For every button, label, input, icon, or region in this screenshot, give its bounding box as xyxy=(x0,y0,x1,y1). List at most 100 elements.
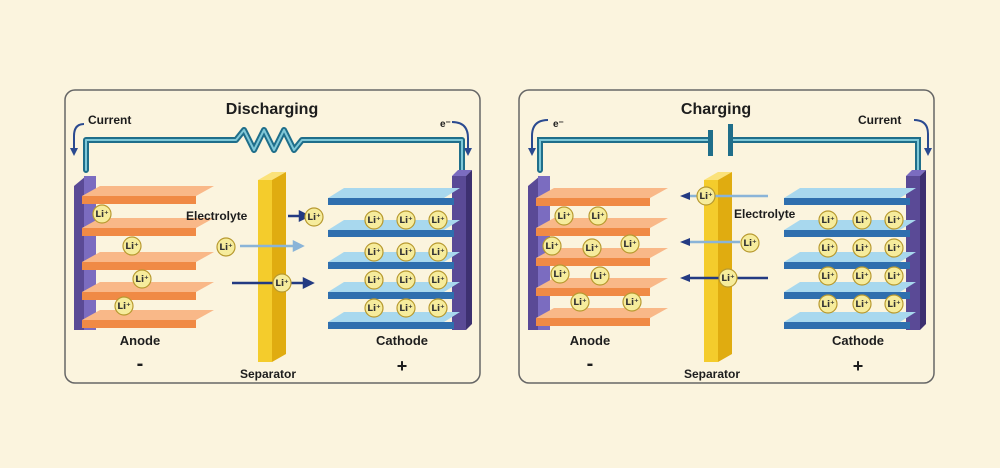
li-ion-icon: Li⁺ xyxy=(852,238,872,258)
li-ion-icon: Li⁺ xyxy=(114,296,134,316)
li-ion-icon: Li⁺ xyxy=(620,234,640,254)
charging-anode-label: Anode xyxy=(570,333,610,348)
anode-plate xyxy=(82,310,214,328)
li-ion-label: Li⁺ xyxy=(743,239,757,249)
anode-plate xyxy=(82,186,214,204)
li-ion-label: Li⁺ xyxy=(855,300,869,310)
li-ion-label: Li⁺ xyxy=(557,212,571,222)
charging-panel: Charging Current e⁻ xyxy=(518,89,935,384)
li-ion-label: Li⁺ xyxy=(585,244,599,254)
cathode-plate xyxy=(784,312,916,329)
li-ion-label: Li⁺ xyxy=(855,272,869,282)
li-ion-icon: Li⁺ xyxy=(718,268,738,288)
li-ion-icon: Li⁺ xyxy=(852,266,872,286)
cathode-plate xyxy=(784,282,916,299)
charging-wire xyxy=(537,137,921,173)
li-ion-icon: Li⁺ xyxy=(364,210,384,230)
li-ion-icon: Li⁺ xyxy=(396,242,416,262)
discharging-cathode-plates xyxy=(328,188,460,329)
li-ion-icon: Li⁺ xyxy=(272,273,292,293)
li-ion-label: Li⁺ xyxy=(699,192,713,202)
li-ion-label: Li⁺ xyxy=(431,276,445,286)
anode-plate xyxy=(82,218,214,236)
li-ion-label: Li⁺ xyxy=(399,304,413,314)
li-ion-label: Li⁺ xyxy=(593,272,607,282)
li-ion-icon: Li⁺ xyxy=(818,238,838,258)
li-ion-label: Li⁺ xyxy=(95,210,109,220)
li-ion-icon: Li⁺ xyxy=(884,266,904,286)
li-ion-icon: Li⁺ xyxy=(818,210,838,230)
discharging-electron-label: e⁻ xyxy=(440,119,451,130)
electron-arrow-icon xyxy=(531,119,549,150)
li-ion-label: Li⁺ xyxy=(275,279,289,289)
li-ion-label: Li⁺ xyxy=(399,216,413,226)
charging-separator xyxy=(704,172,732,362)
li-ion-icon: Li⁺ xyxy=(396,298,416,318)
li-ion-label: Li⁺ xyxy=(623,240,637,250)
li-ion-label: Li⁺ xyxy=(887,216,901,226)
li-ion-label: Li⁺ xyxy=(573,298,587,308)
li-ion-label: Li⁺ xyxy=(431,304,445,314)
li-ion-label: Li⁺ xyxy=(821,300,835,310)
li-ion-label: Li⁺ xyxy=(887,272,901,282)
li-ion-icon: Li⁺ xyxy=(216,237,236,257)
discharging-anode-label: Anode xyxy=(120,333,160,348)
li-ion-icon: Li⁺ xyxy=(852,294,872,314)
li-ion-label: Li⁺ xyxy=(399,248,413,258)
li-ion-label: Li⁺ xyxy=(367,304,381,314)
discharging-cathode-sign: + xyxy=(397,356,408,376)
charging-current-label: Current xyxy=(858,113,901,127)
li-ion-icon: Li⁺ xyxy=(590,266,610,286)
li-ion-icon: Li⁺ xyxy=(818,294,838,314)
li-ion-label: Li⁺ xyxy=(431,248,445,258)
li-ion-icon: Li⁺ xyxy=(570,292,590,312)
li-ion-icon: Li⁺ xyxy=(92,204,112,224)
li-ion-label: Li⁺ xyxy=(855,244,869,254)
current-arrow-head-icon xyxy=(924,148,932,156)
li-ion-icon: Li⁺ xyxy=(364,270,384,290)
li-ion-icon: Li⁺ xyxy=(122,236,142,256)
charging-cathode-plates xyxy=(784,188,916,329)
li-ion-icon: Li⁺ xyxy=(542,236,562,256)
li-ion-icon: Li⁺ xyxy=(428,270,448,290)
electron-arrow-head-icon xyxy=(528,148,536,156)
li-ion-icon: Li⁺ xyxy=(428,210,448,230)
cathode-plate xyxy=(784,220,916,237)
li-ion-label: Li⁺ xyxy=(135,275,149,285)
discharging-current-label: Current xyxy=(88,113,131,127)
discharging-panel-frame xyxy=(64,89,481,384)
li-ion-label: Li⁺ xyxy=(721,274,735,284)
discharging-separator xyxy=(258,172,286,362)
li-ion-label: Li⁺ xyxy=(625,298,639,308)
discharging-anode-sign: - xyxy=(137,353,144,375)
electron-arrow-head-icon xyxy=(464,148,472,156)
li-ion-label: Li⁺ xyxy=(367,276,381,286)
charging-ions: Li⁺ Li⁺ Li⁺ Li⁺ Li⁺ Li⁺ Li⁺ Li⁺ Li⁺ Li⁺ Li⁺ Li⁺ Li⁺ L… xyxy=(542,186,904,314)
current-arrow-icon xyxy=(73,123,85,150)
li-ion-label: Li⁺ xyxy=(431,216,445,226)
anode-plate xyxy=(536,188,668,206)
power-source-positive-icon xyxy=(728,124,733,156)
li-ion-label: Li⁺ xyxy=(399,276,413,286)
li-ion-label: Li⁺ xyxy=(887,244,901,254)
discharging-ion-arrows xyxy=(232,209,315,290)
li-ion-icon: Li⁺ xyxy=(428,242,448,262)
li-ion-label: Li⁺ xyxy=(545,242,559,252)
discharging-cathode-label: Cathode xyxy=(376,333,428,348)
current-arrow-head-icon xyxy=(70,148,78,156)
li-ion-icon: Li⁺ xyxy=(622,292,642,312)
charging-electron-label: e⁻ xyxy=(553,119,564,130)
li-ion-icon: Li⁺ xyxy=(818,266,838,286)
li-ion-icon: Li⁺ xyxy=(696,186,716,206)
anode-plate xyxy=(82,282,214,300)
li-ion-label: Li⁺ xyxy=(855,216,869,226)
li-ion-icon: Li⁺ xyxy=(364,298,384,318)
discharging-separator-label: Separator xyxy=(240,367,296,381)
discharging-title: Discharging xyxy=(226,101,318,118)
anode-plate xyxy=(82,252,214,270)
li-ion-icon: Li⁺ xyxy=(396,270,416,290)
current-arrow-icon xyxy=(913,119,929,150)
charging-cathode-label: Cathode xyxy=(832,333,884,348)
li-ion-label: Li⁺ xyxy=(125,242,139,252)
li-ion-label: Li⁺ xyxy=(117,302,131,312)
